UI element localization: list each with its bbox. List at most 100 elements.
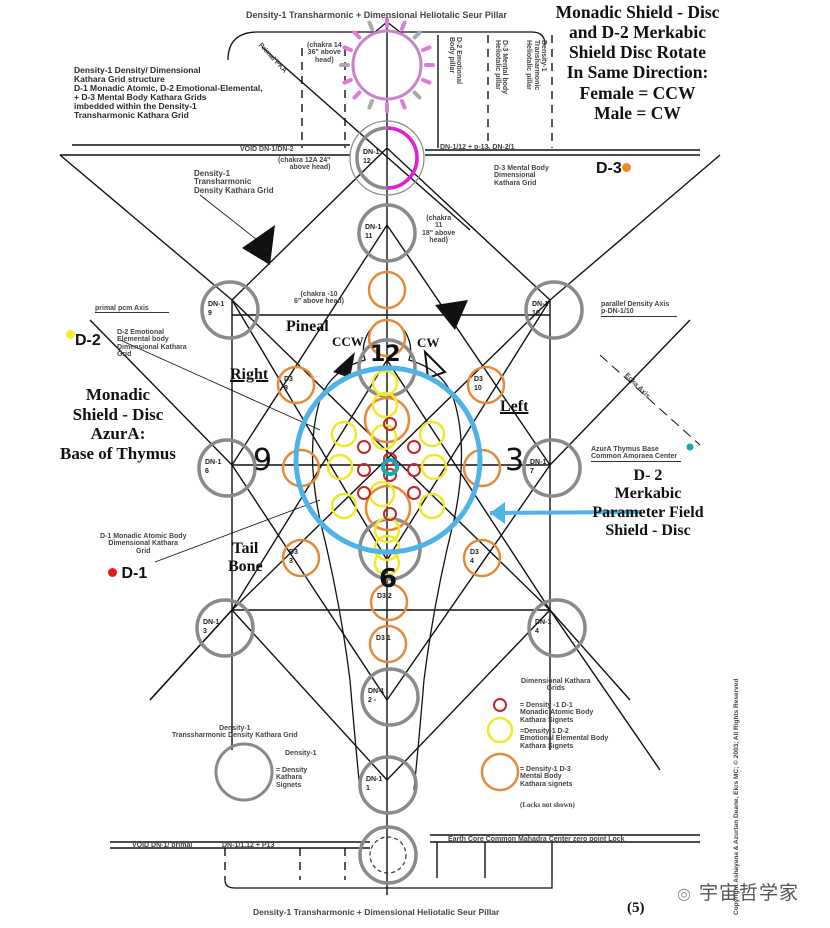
dn1-1-ring	[358, 755, 418, 815]
d3-9-ring-label: 9	[284, 385, 288, 392]
sun-ray	[367, 99, 375, 110]
d3-3-ring-label: D3	[289, 549, 298, 556]
wechat-icon: ◎	[677, 884, 692, 903]
dn1-10-ring	[524, 280, 584, 340]
merkabic-shield-disc	[293, 365, 483, 555]
dn1-1-ring-label: 1	[366, 785, 370, 792]
d3-10-ring-label: 10	[474, 385, 482, 392]
cw-label: CW	[417, 335, 440, 350]
structure-note: Density-1 Density/ Dimensional Kathara G…	[74, 65, 263, 120]
d3-3-ring	[281, 538, 321, 578]
sun-ray	[399, 20, 407, 31]
d1-ring	[407, 486, 421, 500]
dn1-7-ring	[522, 438, 582, 498]
headline: Monadic Shield - Disc and D-2 Merkabic S…	[555, 2, 720, 123]
left-label: Left	[500, 398, 529, 415]
chakra-10-label: (chakra -10 6" above head)	[294, 291, 345, 306]
dn1-7-ring-label: DN-1	[530, 459, 546, 466]
merkabic-pointer	[489, 510, 641, 515]
arrow-head-left	[242, 225, 275, 265]
dn1-12-ring-label: DN-1	[363, 149, 379, 156]
sun-ray	[399, 99, 407, 110]
legend-red-ring	[493, 698, 507, 712]
dn-bottom-label: DN-1/1,12 + P13	[222, 842, 275, 849]
d1-grid-note: D-1 Monadic Atomic Body Dimensional Kath…	[100, 533, 187, 555]
dn1-7-ring-label: 7	[530, 468, 534, 475]
d1-ring	[383, 452, 397, 466]
legend-grey-ring	[214, 742, 274, 802]
void-top-label: VOID DN-1/DN-2	[240, 146, 294, 153]
dn1-9-ring-label: DN-1	[208, 301, 224, 308]
transharmonic-grid-label: Density-1 Transharmonic Density Kathara …	[194, 169, 274, 195]
pillar-emotional-label: D-2 Emotional Body pillar	[447, 37, 462, 85]
chakra-12a-label: (chakra 12A 24" above head)	[278, 157, 331, 172]
d1-ring	[407, 463, 421, 477]
dn1-4-ring	[527, 598, 587, 658]
dn1-1-ring-label: DN-1	[366, 776, 382, 783]
legend-orange-ring	[480, 752, 520, 792]
handwritten-3: 3	[505, 443, 525, 478]
d1-ring	[383, 507, 397, 521]
d3-crown-ring	[367, 318, 407, 358]
d3-12-ring	[367, 270, 407, 310]
top-pillar-title: Density-1 Transharmonic + Dimensional He…	[246, 10, 507, 20]
d1-label: D-1	[108, 565, 147, 583]
dn1-2-ring-label: DN-1	[368, 688, 384, 695]
sun-ray	[412, 30, 422, 40]
dn1-6-ring-label: DN-1	[205, 459, 221, 466]
d3-1-ring	[368, 624, 408, 664]
dn1-2-ring	[360, 667, 420, 727]
sun-ray	[421, 77, 432, 85]
dn1-3-ring-label: DN-1	[203, 619, 219, 626]
d3-10-ring-label: D3	[474, 376, 483, 383]
d3-4-ring-label: 4	[470, 558, 474, 565]
thymus-dot	[686, 443, 694, 451]
earth-core-label: Earth Core Common Mahadra Center zero po…	[448, 836, 625, 843]
dn1-10-ring-label: DN-1	[532, 301, 548, 308]
d2-ring	[326, 453, 354, 481]
dn1-10-ring-label: 10	[532, 310, 540, 317]
sun-ray	[367, 20, 375, 31]
merkabic-label: D- 2 Merkabic Parameter Field Shield - D…	[592, 467, 704, 540]
d3-2-ring	[369, 582, 409, 622]
pillar-transharmonic-label: Density-1 Transharmonic Heliotalic pilla…	[525, 40, 547, 91]
left-legend-signets: = Density Kathara Signets	[276, 767, 308, 789]
ccw-arrow-head	[333, 352, 355, 378]
d3-10-ring	[466, 365, 506, 405]
d2-ring	[371, 369, 399, 397]
dn1-6-ring-label: 6	[205, 468, 209, 475]
d2-ring	[371, 391, 399, 419]
left-legend-title: Density-1 Transsharmonic Density Kathara…	[172, 725, 298, 740]
d1-ring	[383, 417, 397, 431]
legend-title: Dimensional Kathara Grids	[521, 678, 591, 693]
handwritten-12: 12	[370, 342, 401, 367]
dn1-4-ring-label: 4	[535, 628, 539, 635]
d3-label: D-3	[596, 160, 631, 178]
pineal-label: Pineal	[286, 318, 329, 335]
handwritten-9: 9	[253, 443, 273, 478]
dn1-3-ring-label: 3	[203, 628, 207, 635]
d3-heart-ring	[363, 396, 411, 444]
d3-2-ring-label: D3 2	[377, 593, 392, 600]
d3-dot	[621, 163, 631, 172]
dn1-3-ring	[195, 598, 255, 658]
dn1-6-ring	[197, 438, 257, 498]
d2-ring	[373, 516, 401, 544]
dn1-11-ring	[357, 203, 417, 263]
d2-grid-note: D-2 Emotional Elemental body Dimensional…	[117, 329, 187, 359]
legend-yellow-ring	[486, 716, 514, 744]
sun-ray	[352, 90, 362, 100]
sun-ray	[421, 45, 432, 53]
d1-ring	[357, 440, 371, 454]
d2-dot	[66, 330, 75, 339]
d2-ring	[420, 453, 448, 481]
d3-grid-note: D-3 Mental Body Dimensional Kathara Grid	[494, 165, 549, 187]
d2-ring	[330, 420, 358, 448]
primal-axis-label: primal pcm Axis	[95, 305, 169, 314]
d2-ring	[330, 492, 358, 520]
dn1-2-ring-label: 2 -	[368, 697, 377, 704]
parallel-axis-label: parallel Density Axis p-DN-1/10	[601, 301, 678, 317]
left-legend-density: Density-1	[285, 750, 317, 757]
legend-item-d3: = Density-1 D-3 Mental Body Kathara sign…	[520, 766, 573, 788]
